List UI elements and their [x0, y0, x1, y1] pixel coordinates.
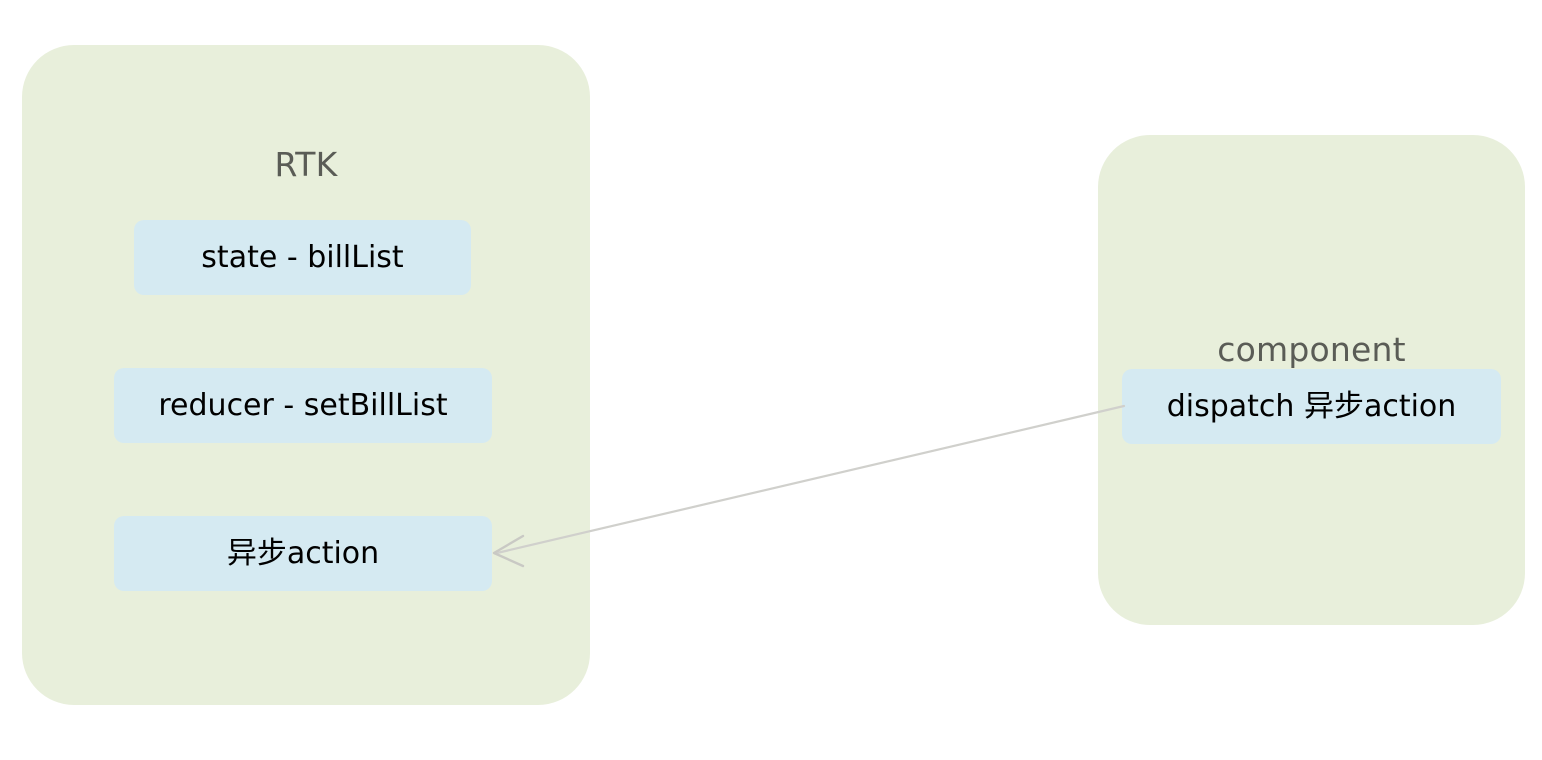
group-component-title: component	[1217, 330, 1406, 369]
node-state-billlist[interactable]: state - billList	[134, 220, 471, 295]
node-reducer-setbilllist[interactable]: reducer - setBillList	[114, 368, 492, 443]
node-async-action[interactable]: 异步action	[114, 516, 492, 591]
group-rtk-title: RTK	[274, 145, 338, 184]
node-dispatch-async-action[interactable]: dispatch 异步action	[1122, 369, 1501, 444]
edge-line	[495, 404, 1126, 555]
